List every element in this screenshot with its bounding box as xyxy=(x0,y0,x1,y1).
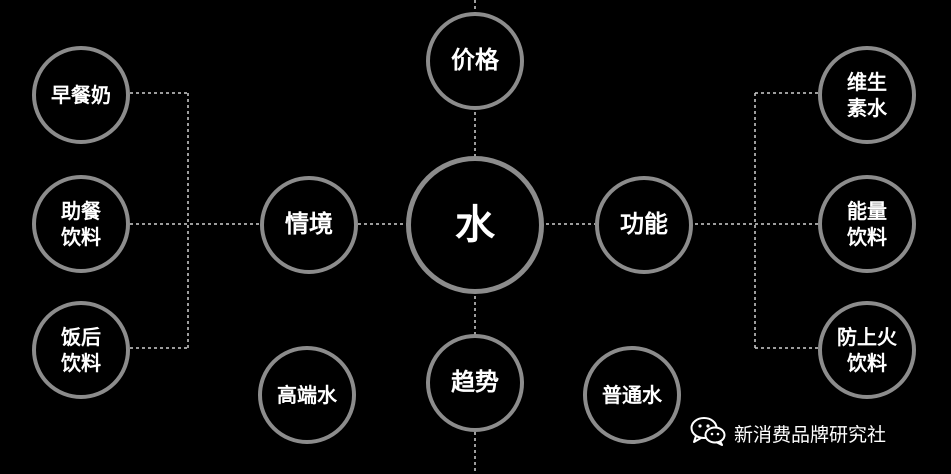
watermark-label: 新消费品牌研究社 xyxy=(734,423,887,446)
left-item-2: 助餐 饮料 xyxy=(32,175,130,273)
left-mid-node: 情境 xyxy=(260,176,358,274)
right-mid-node: 功能 xyxy=(595,176,693,274)
center-node: 水 xyxy=(406,156,544,294)
bottom-left-node: 高端水 xyxy=(258,346,356,444)
wechat-icon xyxy=(690,416,726,450)
bottom-node: 趋势 xyxy=(426,334,524,432)
right-item-1: 维生 素水 xyxy=(818,46,916,144)
watermark: 新消费品牌研究社 xyxy=(690,415,886,451)
left-item-3: 饭后 饮料 xyxy=(32,301,130,399)
bottom-right-node: 普通水 xyxy=(583,346,681,444)
right-item-2: 能量 饮料 xyxy=(818,175,916,273)
left-item-1: 早餐奶 xyxy=(32,46,130,144)
top-node: 价格 xyxy=(426,12,524,110)
right-item-3: 防上火 饮料 xyxy=(818,301,916,399)
